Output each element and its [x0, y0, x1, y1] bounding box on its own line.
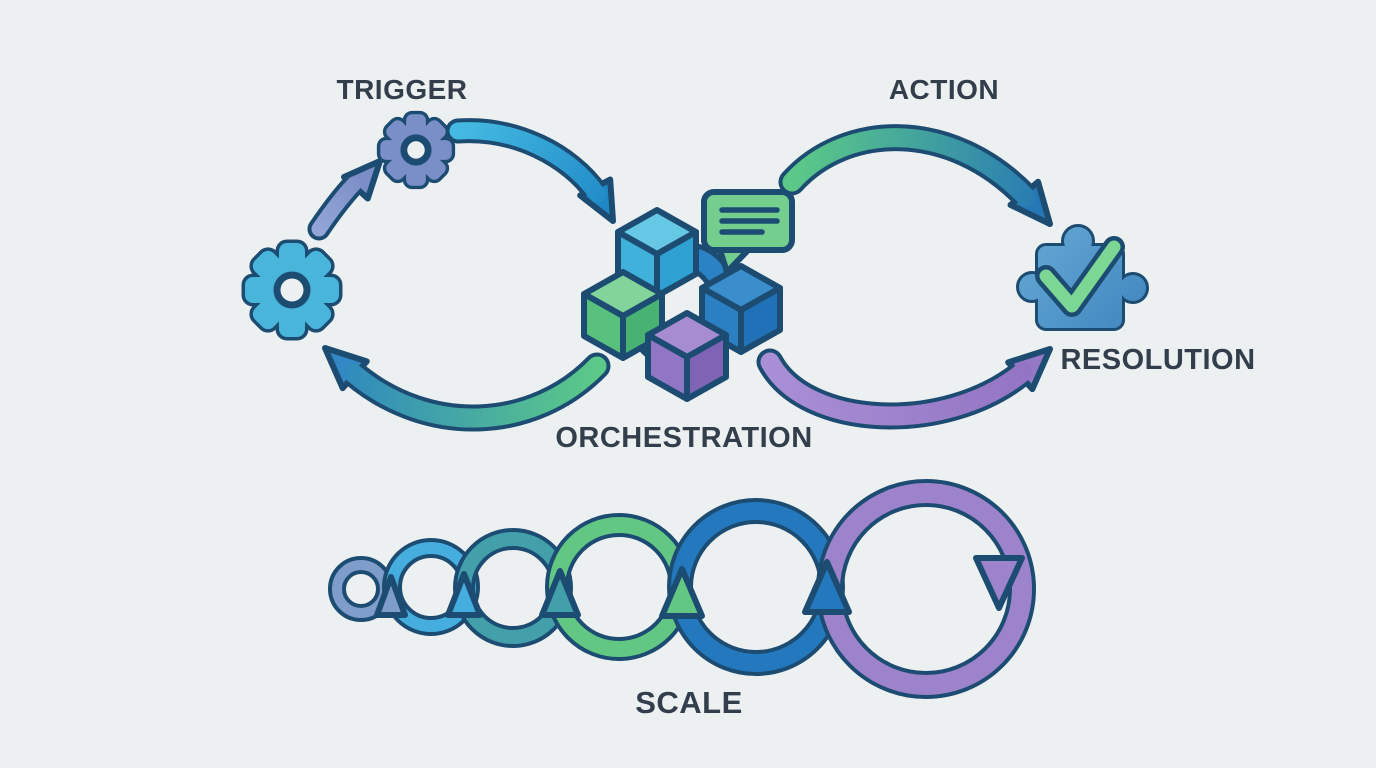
scale-loops: [328, 479, 1036, 699]
trigger-arc-arrow: [445, 118, 616, 224]
slate-diagonal-arrow: [307, 158, 383, 241]
trigger-label: TRIGGER: [336, 74, 467, 105]
arrowhead-up: [802, 559, 852, 615]
cube-cyan: [615, 207, 699, 299]
cube-blue: [699, 263, 783, 355]
resolution-label: RESOLUTION: [1060, 344, 1255, 376]
puzzle-check-icon: [1016, 224, 1149, 331]
gear-hole: [273, 271, 311, 309]
scale-label: SCALE: [635, 685, 743, 720]
arrowhead-up: [374, 574, 408, 618]
gear-icon-small: [380, 114, 451, 185]
speech-bubble-lines: [719, 207, 780, 235]
gear-hole: [400, 134, 432, 166]
speech-bubble-icon: [701, 189, 795, 275]
checkmark-icon: [1039, 240, 1121, 313]
cubes-cluster-icon: [581, 207, 783, 402]
orchestration-label: ORCHESTRATION: [555, 422, 812, 454]
action-label: ACTION: [889, 74, 999, 105]
scale-loop-arrowheads: [374, 555, 1025, 619]
gear-icon-large: [245, 243, 339, 337]
action-arc-arrow: [778, 124, 1053, 227]
cube-green: [581, 269, 665, 361]
arrowhead-down: [973, 555, 1025, 611]
arrowhead-up: [659, 566, 705, 619]
arrowhead-up: [445, 571, 483, 618]
return-arc-arrow: [322, 345, 611, 432]
resolution-arc-arrow: [756, 346, 1053, 430]
cube-purple: [645, 310, 729, 402]
arrowhead-up: [539, 568, 581, 618]
